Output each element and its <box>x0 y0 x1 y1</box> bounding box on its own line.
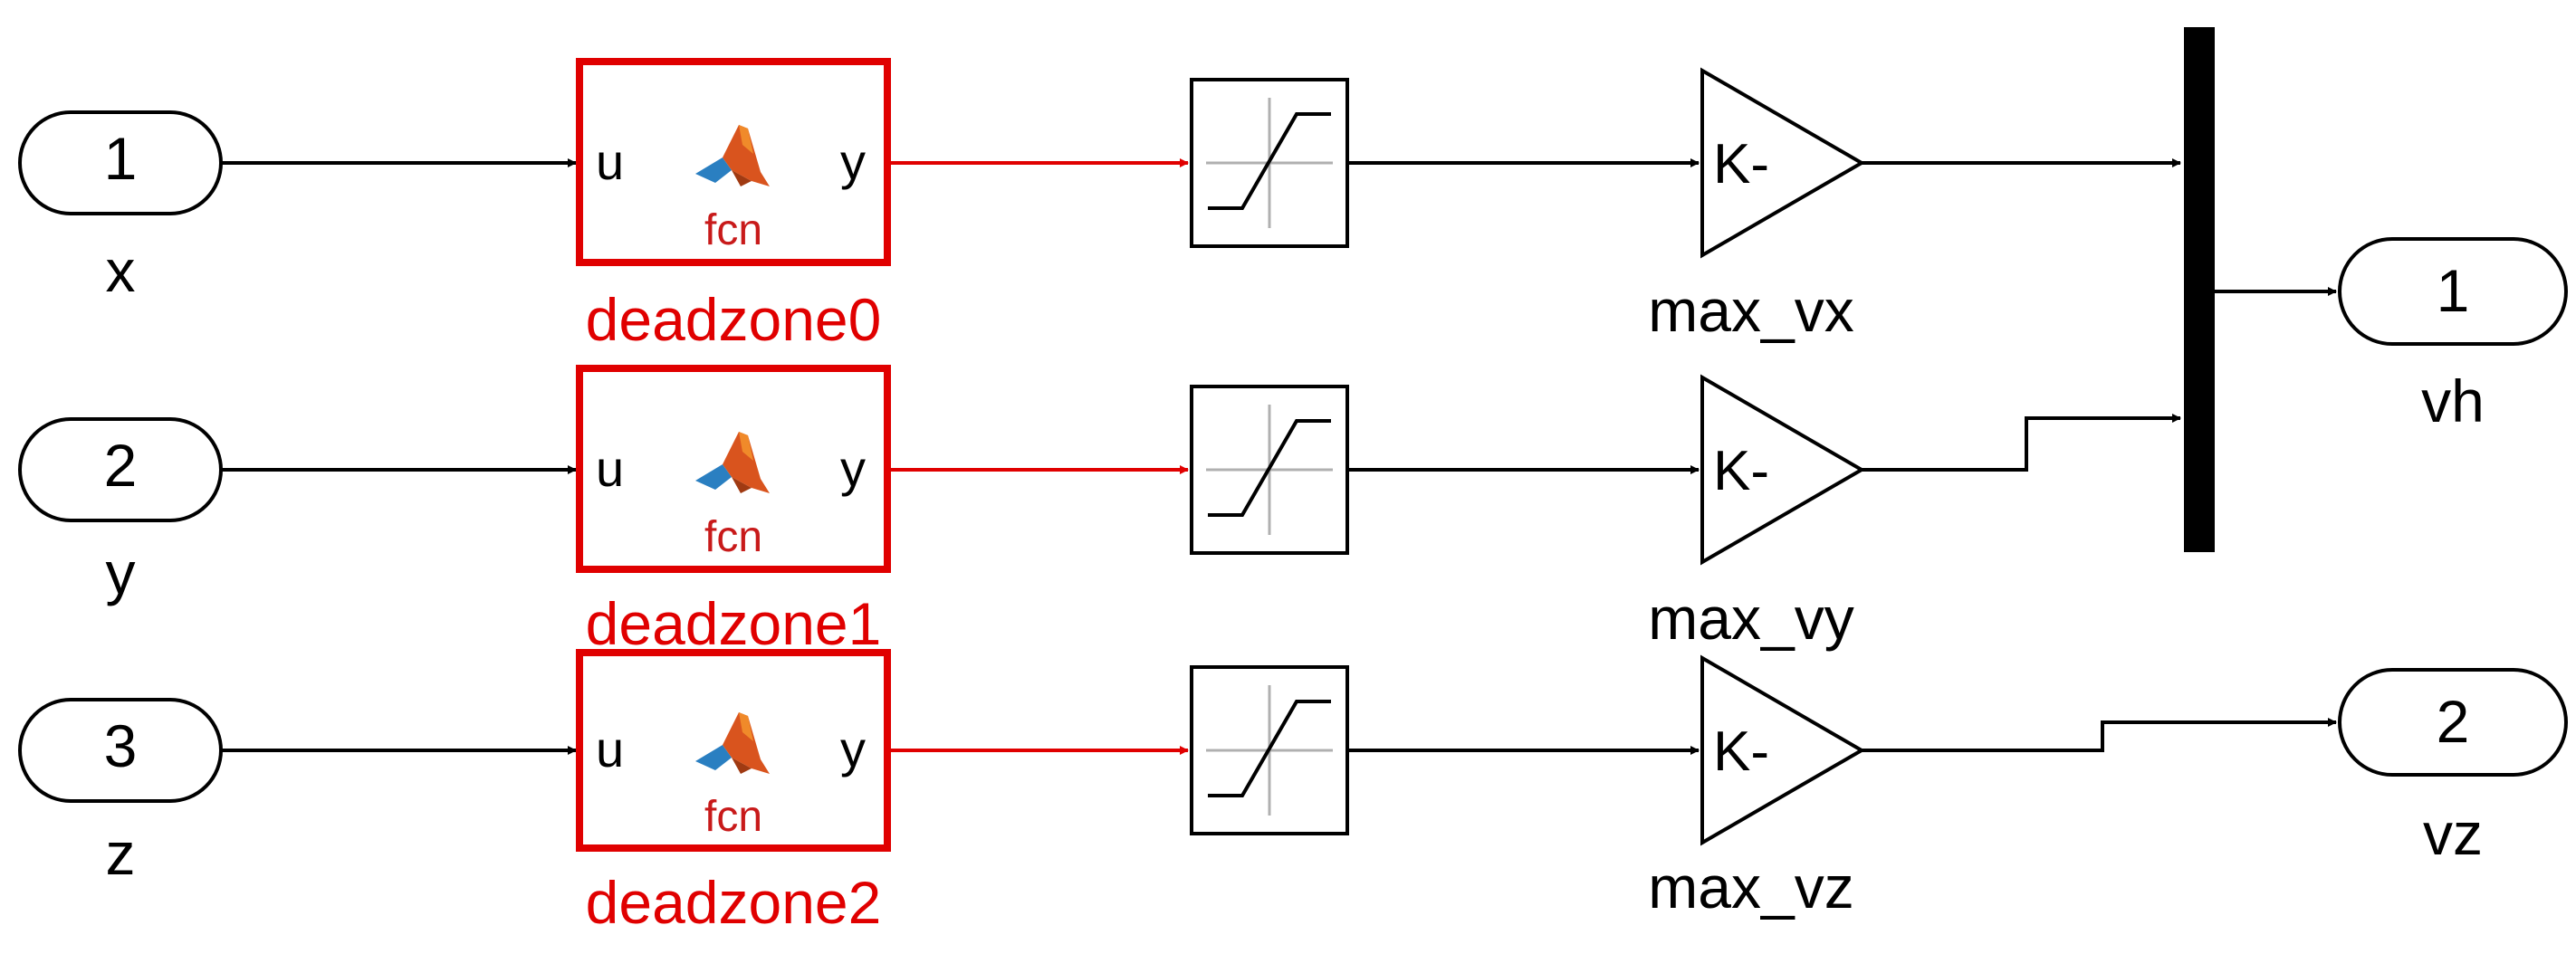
outport-vh[interactable]: 1 <box>2338 237 2568 346</box>
inport-x-name: x <box>106 237 136 304</box>
inport-x-number: 1 <box>104 125 138 192</box>
saturation-icon <box>1206 405 1333 535</box>
deadzone0-output-port: y <box>840 133 866 190</box>
gain-max_vz[interactable]: K- <box>1700 654 1865 846</box>
deadzone1-output-port: y <box>840 440 866 497</box>
saturation-icon <box>1206 98 1333 228</box>
deadzone0-name: deadzone0 <box>586 286 882 353</box>
inport-y-name: y <box>106 539 136 606</box>
saturation-icon <box>1206 685 1333 816</box>
inport-y[interactable]: 2 <box>18 417 223 522</box>
signal-max_vz-to-vz[interactable] <box>1862 718 2337 752</box>
inport-x[interactable]: 1 <box>18 110 223 215</box>
deadzone2-input-port: u <box>596 720 624 778</box>
inport-z[interactable]: 3 <box>18 698 223 803</box>
block-deadzone1[interactable]: u y fcn <box>576 365 891 573</box>
gain-max_vy-name: max_vy <box>1648 585 1853 652</box>
signal-max_vy-to-mux[interactable] <box>1862 414 2181 472</box>
gain-max_vx-value: K- <box>1713 133 1769 196</box>
gain-max_vz-name: max_vz <box>1648 854 1853 921</box>
deadzone2-fcn-label: fcn <box>704 793 762 841</box>
gain-max_vy[interactable]: K- <box>1700 374 1865 566</box>
deadzone0-fcn-label: fcn <box>704 206 762 254</box>
outport-vh-number: 1 <box>2437 257 2470 324</box>
deadzone1-fcn-label: fcn <box>704 513 762 561</box>
gain-max_vy-value: K- <box>1713 440 1769 502</box>
block-saturation0[interactable] <box>1190 78 1349 248</box>
gain-max_vz-value: K- <box>1713 720 1769 783</box>
gain-max_vx-name: max_vx <box>1648 277 1853 344</box>
block-saturation2[interactable] <box>1190 665 1349 835</box>
inport-z-name: z <box>106 820 136 887</box>
inport-y-number: 2 <box>104 432 138 499</box>
block-deadzone2[interactable]: u y fcn <box>576 649 891 852</box>
inport-z-number: 3 <box>104 712 138 779</box>
block-deadzone0[interactable]: u y fcn <box>576 58 891 266</box>
deadzone1-input-port: u <box>596 440 624 497</box>
deadzone0-input-port: u <box>596 133 624 190</box>
outport-vh-name: vh <box>2421 367 2485 434</box>
gain-max_vx[interactable]: K- <box>1700 67 1865 259</box>
deadzone1-name: deadzone1 <box>586 590 882 657</box>
outport-vz-number: 2 <box>2437 688 2470 755</box>
deadzone2-name: deadzone2 <box>586 869 882 936</box>
outport-vz-name: vz <box>2423 800 2483 867</box>
deadzone2-output-port: y <box>840 720 866 778</box>
outport-vz[interactable]: 2 <box>2338 668 2568 777</box>
mux-block[interactable] <box>2184 27 2215 552</box>
block-saturation1[interactable] <box>1190 385 1349 555</box>
